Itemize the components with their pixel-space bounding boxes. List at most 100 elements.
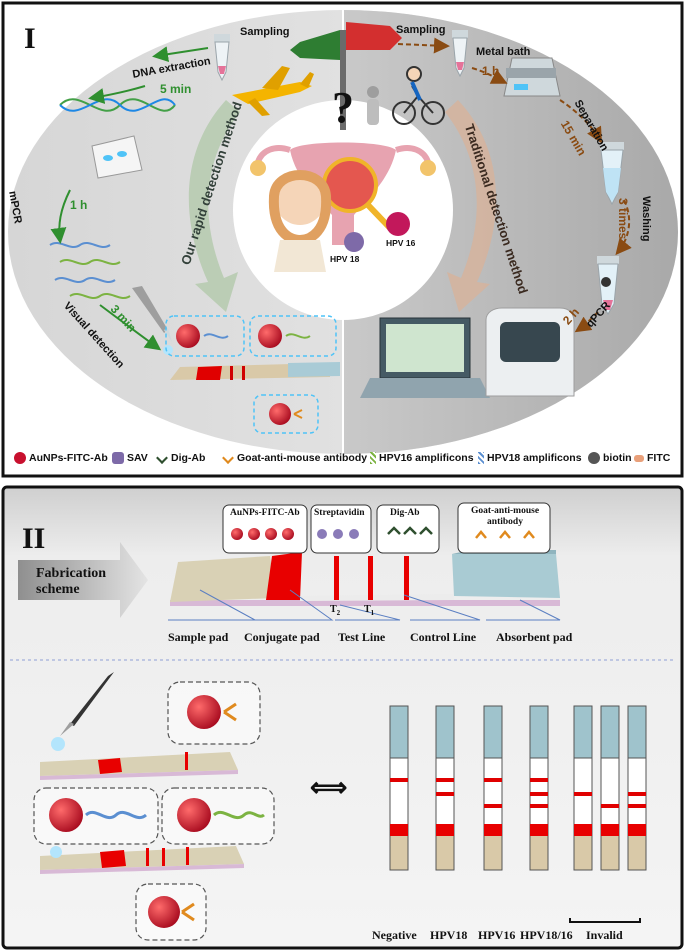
strip-lower [40,846,244,874]
strip-absorbent-segment [600,705,620,759]
callout-boxes-panel-ii [33,681,275,941]
biotin-icon [588,452,600,464]
legend-item: HPV18 amplificons [478,452,582,464]
strip-t2-band [628,792,646,796]
strip-t1-band [628,804,646,808]
strip-control-band [390,778,408,782]
goat-antibody-icon [222,452,234,464]
question-mark: ? [332,83,354,132]
legend-item: SAV [112,452,148,464]
bicycle-icon [392,66,445,125]
laptop-icon [360,317,490,398]
strip-conjugate-band [601,824,619,836]
qpcr-instrument-icon [485,307,575,397]
separation-tube-icon [600,142,624,206]
qpcr-tube-icon [597,256,619,315]
strip-t2-band [530,792,548,796]
callout-boxes-panel-i [165,315,337,434]
strip-control-band [530,778,548,782]
virus-label-hpv18: HPV 18 [330,254,360,264]
sample-tube-left-icon [214,34,230,82]
strip-label-negative: Negative [372,928,417,942]
legend-item: biotin [588,452,632,464]
metal-bath-label: Metal bath [476,46,531,58]
strip-conjugate-band [484,824,502,836]
strip-label-hpv18-16: HPV18/16 [520,928,573,942]
strip-control-band [436,778,454,782]
strip-membrane-segment [389,757,409,831]
washing-label: Washing [640,196,652,242]
strip-conjugate-band [390,824,408,836]
legend-item: AuNPs-FITC-Ab [14,452,108,464]
strip-absorbent-segment [435,705,455,759]
rapid-method-arrow [188,100,240,312]
person-icon [367,86,379,125]
strip-conjugate-band [628,824,646,836]
dna-extractor-icon [91,135,143,179]
strip-conjugate-band [436,824,454,836]
strip-t2-band [436,792,454,796]
fitc-icon [634,454,644,462]
strip-conjugate-band [530,824,548,836]
equivalence-arrow-icon: ⟺ [310,772,348,802]
part-test-line: Test Line [338,630,386,644]
panel-i-label: I [24,22,36,55]
complex-balls-panel-ii [49,695,265,928]
dig-ab-icon [156,452,168,464]
traditional-method-arrow [445,100,497,312]
result-strip [573,705,593,871]
line-label-t2: T2 [330,604,341,617]
hpv16-amplicon-icon [370,452,376,464]
reagent-dig-ab-label: Dig-Ab [390,508,420,518]
pipette-panel-ii-icon [51,672,114,751]
strip-t1-band [601,804,619,808]
strip-conjugate-band [574,824,592,836]
result-strips [389,705,647,871]
strip-absorbent-segment [627,705,647,759]
part-pointer-lines [168,589,561,621]
rapid-sampling-label: Sampling [240,26,290,38]
legend-item: Goat-anti-mouse antibody [222,452,367,464]
result-strip [627,705,647,871]
time-bath: 1 h [482,64,500,78]
panel-ii-label: II [22,522,46,555]
hpv18-amplicon-icon [478,452,484,464]
metal-bath-icon [503,57,561,97]
virus-hpv16-icon [386,212,410,236]
fabrication-arrow [18,542,148,618]
signpost-icon [290,22,402,130]
virus-label-hpv16: HPV 16 [386,238,416,248]
traditional-sampling-label: Sampling [396,24,446,36]
legend-item: FITC [634,452,670,464]
legend-item: Dig-Ab [156,452,205,464]
pipette-icon [132,286,173,355]
airplane-icon [232,66,314,116]
line-label-t1: T1 [364,604,375,617]
strip-upper [40,752,238,780]
strip-absorbent-segment [573,705,593,759]
time-mpcr: 1 h [70,198,88,212]
invalid-bracket [569,918,641,923]
girl-icon [268,170,332,272]
reagent-streptavidin-label: Streptavidin [314,508,365,518]
legend-item: HPV16 amplificons [370,452,474,464]
reagent-boxes [222,502,551,554]
complex-balls-panel-i [176,324,311,425]
strip-absorbent-segment [529,705,549,759]
strip-label-hpv16: HPV16 [478,928,516,942]
result-strip [435,705,455,871]
times-washing: 3 times [616,198,630,240]
strip-control-band [484,778,502,782]
sample-tube-right-icon [452,30,468,78]
strip-label-hpv18: HPV18 [430,928,468,942]
reagent-glyphs [231,526,535,540]
strip-membrane-segment [600,757,620,831]
strip-absorbent-segment [483,705,503,759]
strip-t1-band [530,804,548,808]
result-strip [600,705,620,871]
fabrication-scheme-label: Fabrication scheme [36,566,106,597]
strip-absorbent-segment [389,705,409,759]
reagent-aunp-label: AuNPs-FITC-Ab [230,508,300,518]
